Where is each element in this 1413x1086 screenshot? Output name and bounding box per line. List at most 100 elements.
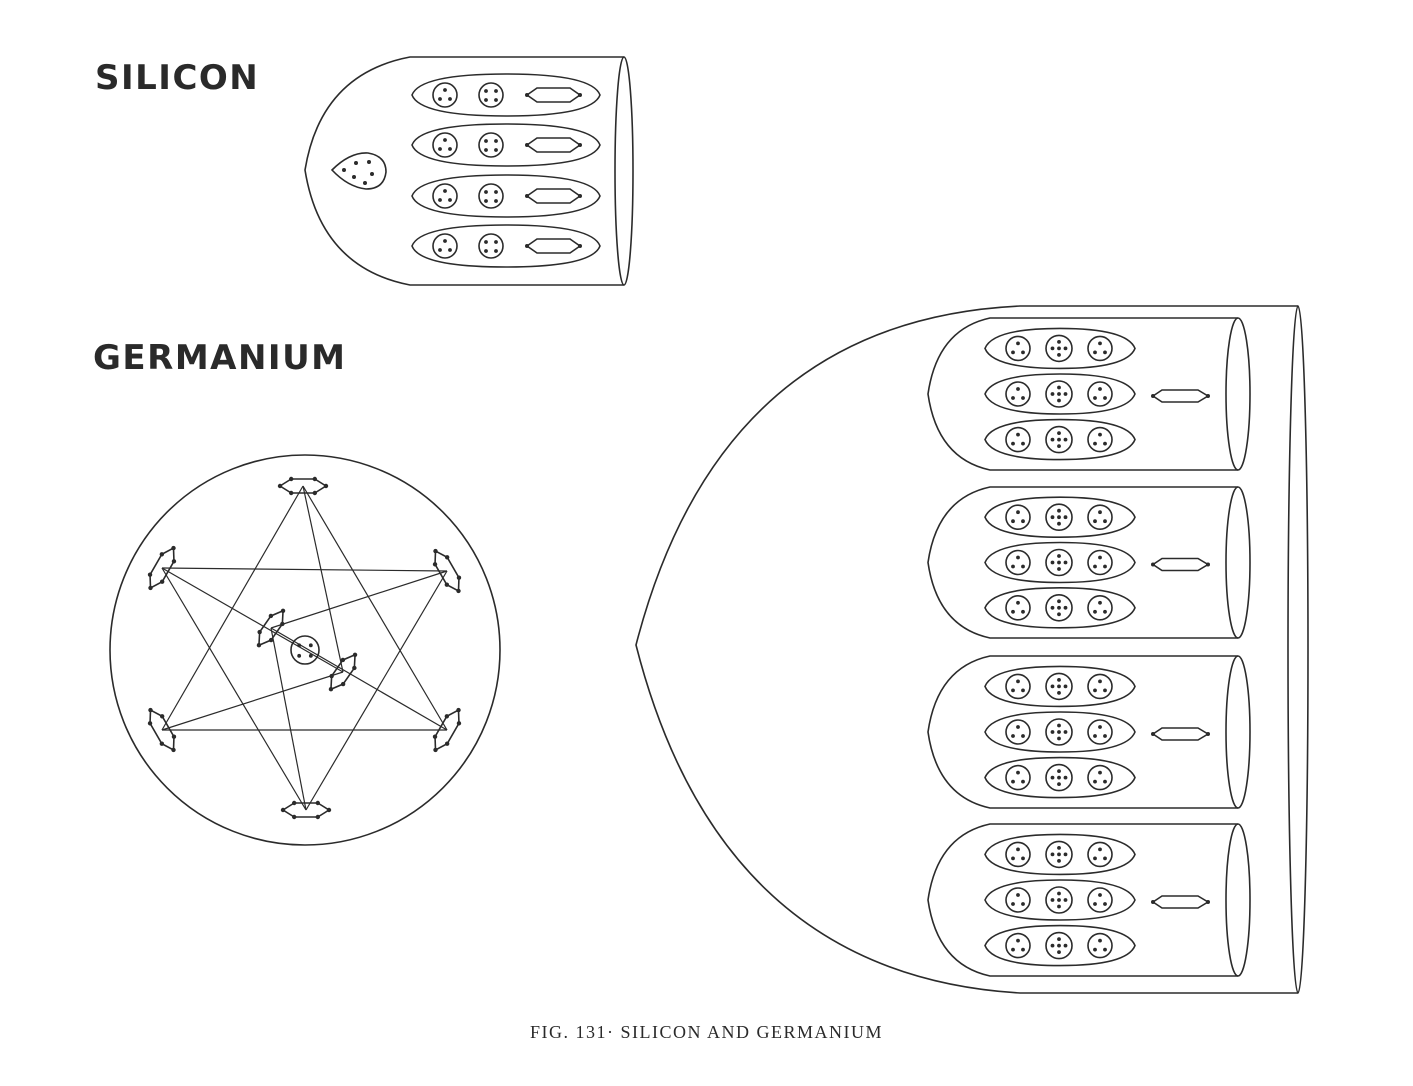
point-dot [1057, 898, 1061, 902]
funnel-outline [478, 82, 504, 108]
bullet-outline [927, 823, 1238, 977]
point-dot [1098, 938, 1102, 943]
point-dot [1103, 688, 1107, 693]
lens-outline [984, 327, 1136, 370]
funnel-outline [1005, 841, 1031, 868]
funnel-circle [1087, 673, 1113, 700]
point-dot [1016, 387, 1020, 391]
point-dot [456, 575, 462, 580]
point-dot [1093, 688, 1097, 693]
hexagonal-body [280, 800, 332, 820]
germanium-star-diagram [109, 454, 501, 846]
point-dot [312, 476, 317, 482]
hexagonal-body [432, 548, 462, 594]
point-dot [1016, 510, 1020, 515]
funnel-circle [1005, 504, 1031, 531]
funnel-outline [1005, 504, 1031, 531]
funnel-circle [1045, 593, 1073, 622]
point-dot [1016, 555, 1020, 560]
point-dot [1057, 678, 1061, 682]
point-dot [1050, 605, 1055, 610]
funnel-outline [1045, 840, 1073, 869]
hexagon-outline [1151, 557, 1210, 572]
funnel-circle [1087, 549, 1113, 576]
funnel-circle [1045, 840, 1073, 869]
funnel-outline [432, 132, 458, 158]
star-line [270, 570, 448, 629]
hexagonal-body [147, 545, 177, 591]
point-dot [494, 240, 498, 244]
hexagonal-body [1151, 895, 1210, 909]
lens-outline [411, 123, 601, 167]
funnel-outline [1045, 503, 1073, 532]
point-dot [1057, 599, 1061, 604]
germanium-row [984, 373, 1136, 415]
point-dot [1063, 605, 1068, 610]
germanium-row [984, 327, 1136, 370]
point-dot [1021, 441, 1025, 446]
point-dot [1057, 437, 1061, 442]
point-dot [494, 89, 498, 93]
envelope-outline [635, 305, 1298, 994]
silicon-row [411, 224, 601, 268]
star-line [270, 627, 448, 731]
point-dot [456, 721, 462, 726]
point-dot [256, 643, 262, 648]
point-dot [1021, 396, 1025, 400]
funnel-outline [432, 233, 458, 259]
point-dot [433, 548, 438, 554]
funnel-outline [1087, 719, 1113, 745]
hexagonal-body [525, 188, 582, 204]
point-dot [326, 807, 332, 813]
point-dot [494, 139, 498, 143]
point-dot [443, 189, 447, 193]
germanium-row [984, 496, 1136, 539]
point-dot [1011, 947, 1015, 952]
point-dot [1098, 555, 1102, 560]
hexagon-outline [1151, 727, 1210, 741]
germanium-envelope-diagram [635, 305, 1309, 994]
point-dot [1057, 730, 1061, 734]
bullet-end-ellipse [614, 56, 634, 286]
germanium-sub-bullet [927, 486, 1251, 639]
point-dot [352, 665, 357, 671]
point-dot [438, 147, 442, 151]
hexagon-outline [525, 137, 582, 153]
point-dot [1063, 392, 1068, 396]
point-dot [1057, 515, 1061, 520]
point-dot [1093, 902, 1097, 906]
funnel-circle [1005, 887, 1031, 913]
point-dot [1057, 782, 1061, 786]
point-dot [1103, 947, 1107, 952]
germanium-row [984, 833, 1136, 876]
point-dot [1057, 612, 1061, 617]
funnel-outline [1087, 764, 1113, 791]
silicon-row [411, 123, 601, 167]
point-dot [1057, 560, 1061, 565]
point-dot [438, 198, 442, 202]
point-dot [1103, 609, 1107, 614]
funnel-outline [1087, 335, 1113, 362]
funnel-circle [1045, 334, 1073, 363]
point-dot [1021, 856, 1025, 861]
hexagonal-body [525, 137, 582, 153]
point-dot [448, 198, 452, 202]
lens-outline [984, 711, 1136, 753]
point-dot [484, 89, 488, 93]
point-dot [1057, 398, 1061, 403]
hexagonal-body [256, 608, 286, 648]
point-dot [1057, 950, 1061, 954]
point-dot [280, 807, 286, 813]
point-dot [289, 476, 294, 482]
funnel-outline [1087, 673, 1113, 700]
point-dot [484, 240, 488, 244]
point-dot [448, 147, 452, 151]
point-dot [1063, 437, 1068, 442]
point-dot [1063, 515, 1068, 520]
point-dot [1057, 769, 1061, 773]
germanium-sub-bullet [927, 823, 1251, 977]
point-dot [1206, 394, 1210, 398]
point-dot [1098, 600, 1102, 605]
point-dot [268, 637, 274, 643]
point-dot [1011, 609, 1015, 614]
